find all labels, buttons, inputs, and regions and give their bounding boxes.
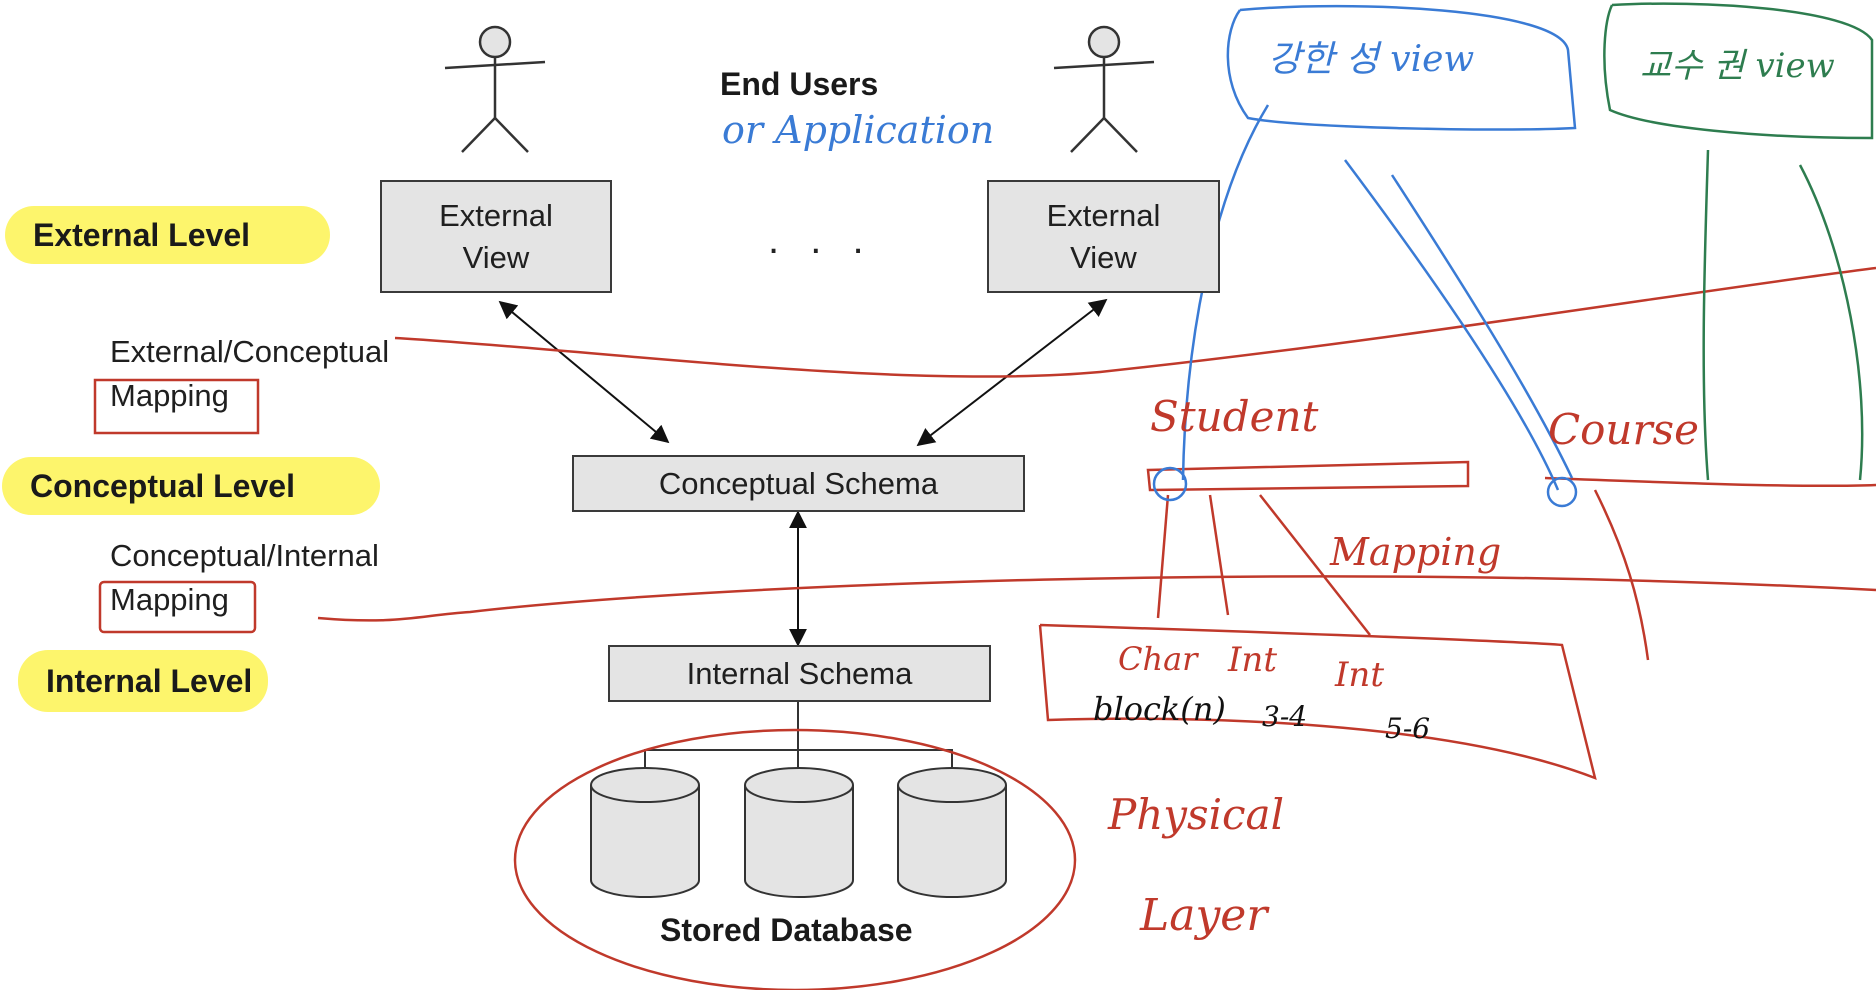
- green-view-note: 교수 권 view: [1640, 46, 1835, 86]
- disk-left: [590, 767, 700, 898]
- course-note: Course: [1548, 405, 1699, 454]
- layer-note: Layer: [1140, 890, 1268, 941]
- mapping-line-2: Mapping: [110, 582, 229, 617]
- physical-note: Physical: [1108, 790, 1285, 839]
- mapping-line-2: Mapping: [110, 378, 229, 413]
- external-view-text-1: External: [439, 197, 553, 233]
- arrow-external-right-conceptual: [916, 298, 1108, 447]
- blue-circle-course: [1546, 476, 1578, 508]
- student-note: Student: [1150, 392, 1319, 441]
- internal-schema-box: Internal Schema: [608, 645, 991, 702]
- blue-view-note: 강한 성 view: [1268, 39, 1475, 80]
- red-box-mapping-2: [98, 580, 257, 634]
- mapping-line-1: External/Conceptual: [110, 334, 390, 369]
- red-course-record: [1544, 476, 1876, 488]
- red-ellipse-stored-db: [513, 728, 1077, 990]
- int-note-2: Int: [1335, 655, 1384, 695]
- red-arrow-int2: [1259, 494, 1371, 636]
- stored-database-label: Stored Database: [660, 912, 913, 948]
- external-view-right: External View: [987, 180, 1220, 293]
- arrow-external-left-conceptual: [498, 300, 670, 444]
- red-arrow-course: [1593, 489, 1650, 661]
- range-note-2: 5-6: [1385, 712, 1431, 745]
- disk-connectors: [644, 702, 953, 770]
- block-note: block(n): [1093, 690, 1226, 728]
- blue-link-course-1: [1343, 159, 1560, 491]
- or-application-note: or Application: [722, 108, 995, 152]
- red-line-conceptual-internal: [317, 575, 1876, 622]
- conceptual-schema-box: Conceptual Schema: [572, 455, 1025, 512]
- external-view-text-2: View: [462, 239, 530, 275]
- green-annotations: [1603, 2, 1874, 481]
- external-conceptual-mapping-label: External/Conceptual Mapping: [110, 330, 389, 418]
- red-arrow-char: [1156, 494, 1170, 619]
- green-view-bubble: [1603, 2, 1874, 140]
- range-note-1: 3-4: [1262, 700, 1308, 733]
- blue-view-bubble: [1226, 4, 1577, 131]
- end-user-figure-left: [444, 25, 546, 153]
- disk-middle: [744, 767, 854, 898]
- red-arrow-int1: [1208, 494, 1230, 616]
- external-view-text-2: View: [1070, 239, 1137, 275]
- internal-level-label: Internal Level: [18, 650, 268, 712]
- mapping-line-1: Conceptual/Internal: [110, 538, 379, 573]
- external-view-left: External View: [380, 180, 612, 293]
- int-note-1: Int: [1228, 640, 1277, 680]
- red-box-mapping-1: [93, 378, 260, 435]
- blue-link-course-2: [1390, 174, 1574, 479]
- green-link-1: [1702, 149, 1710, 481]
- external-view-text-1: External: [1046, 197, 1161, 233]
- end-users-label: End Users: [720, 66, 879, 102]
- mapping-note: Mapping: [1330, 530, 1502, 574]
- blue-annotations: [1152, 4, 1578, 508]
- external-level-label: External Level: [5, 206, 330, 264]
- blue-circle-student: [1152, 466, 1188, 502]
- conceptual-internal-mapping-label: Conceptual/Internal Mapping: [110, 534, 379, 622]
- char-note: Char: [1118, 640, 1198, 678]
- green-link-2: [1798, 164, 1864, 481]
- ellipsis: . . .: [768, 218, 874, 262]
- red-physical-box: [1038, 623, 1597, 781]
- disk-right: [897, 767, 1007, 898]
- end-user-figure-right: [1053, 25, 1155, 153]
- red-line-external-conceptual: [394, 266, 1876, 378]
- red-annotations: [93, 266, 1876, 990]
- conceptual-level-label: Conceptual Level: [2, 457, 380, 515]
- red-student-record: [1146, 460, 1470, 492]
